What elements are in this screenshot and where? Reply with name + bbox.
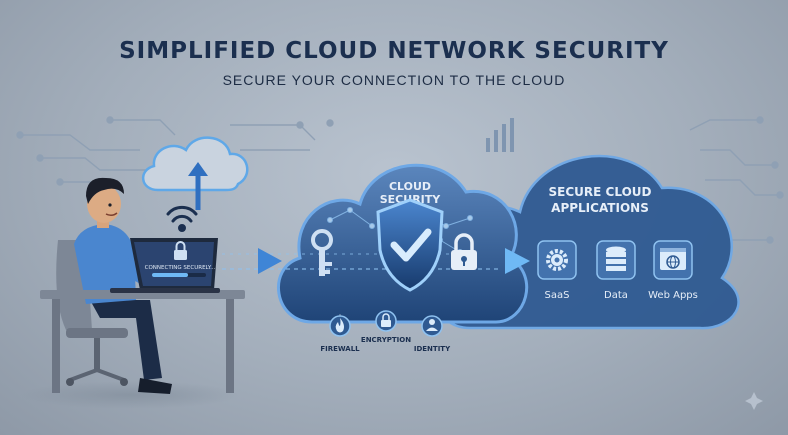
- circuit-lines-right: [689, 116, 784, 244]
- badge-label-identity: IDENTITY: [414, 345, 451, 353]
- wifi-icon: [166, 205, 198, 232]
- security-cloud-title-line1: CLOUD: [389, 180, 431, 193]
- upload-cloud-icon: [142, 136, 249, 210]
- apps-cloud-title-line1: SECURE CLOUD: [549, 185, 652, 199]
- app-label-data: Data: [604, 290, 628, 301]
- page-subtitle: SECURE YOUR CONNECTION TO THE CLOUD: [222, 72, 566, 88]
- globe-icon: [660, 248, 686, 270]
- badge-label-encryption: ENCRYPTION: [361, 336, 411, 344]
- shield-check-icon: [376, 198, 444, 292]
- sparkle-icon: [745, 392, 763, 410]
- app-label-saas: SaaS: [545, 290, 570, 301]
- gear-icon: [546, 249, 568, 271]
- page-title: SIMPLIFIED CLOUD NETWORK SECURITY: [119, 38, 669, 64]
- database-icon: [606, 246, 626, 271]
- laptop: CONNECTING SECURELY...: [110, 238, 220, 293]
- laptop-screen-text: CONNECTING SECURELY...: [145, 265, 216, 271]
- bar-chart-icon: [486, 118, 514, 152]
- user-icon: [426, 319, 438, 331]
- badge-encryption: ENCRYPTION: [361, 310, 411, 344]
- badge-identity: IDENTITY: [414, 315, 451, 353]
- circuit-lines-left: [16, 116, 334, 186]
- badge-firewall: FIREWALL: [320, 314, 360, 353]
- app-label-web-apps: Web Apps: [648, 290, 698, 301]
- app-tile-web-apps: Web Apps: [648, 240, 698, 301]
- key-icon: [311, 229, 333, 276]
- padlock-icon: [451, 233, 477, 270]
- flame-icon: [335, 318, 344, 333]
- lock-icon: [381, 313, 391, 327]
- badge-label-firewall: FIREWALL: [320, 345, 360, 353]
- apps-cloud-title-line2: APPLICATIONS: [551, 201, 649, 215]
- app-tile-saas: SaaS: [537, 240, 577, 301]
- lock-icon: [174, 241, 187, 260]
- app-tile-data: Data: [596, 240, 636, 301]
